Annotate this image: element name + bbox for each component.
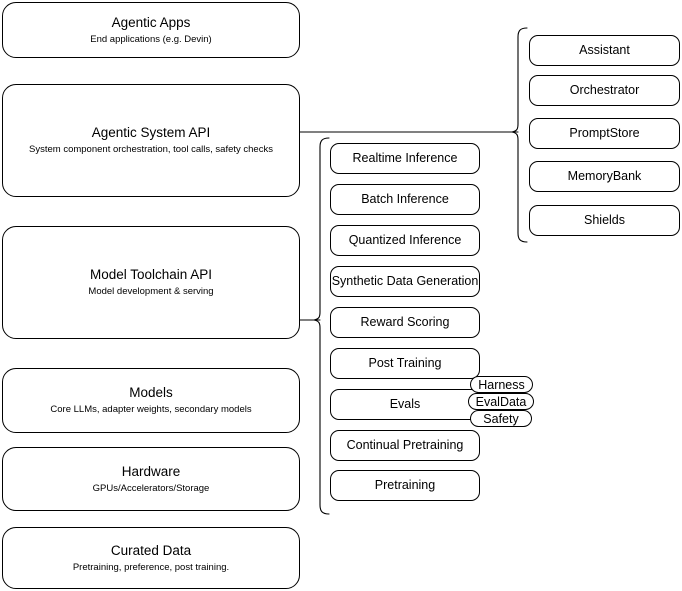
tag-label: EvalData xyxy=(475,394,527,409)
pill-box-memorybank[interactable]: MemoryBank xyxy=(529,161,680,192)
layer-title: Agentic System API xyxy=(91,125,211,140)
pill-box-shields[interactable]: Shields xyxy=(529,205,680,236)
pill-box-orchestrator[interactable]: Orchestrator xyxy=(529,75,680,106)
pill-box-post-training[interactable]: Post Training xyxy=(330,348,480,379)
pill-label: Post Training xyxy=(368,356,442,370)
layer-title: Curated Data xyxy=(110,542,192,558)
tag-label: Harness xyxy=(478,377,525,392)
layer-subtitle: GPUs/Accelerators/Storage xyxy=(92,482,210,494)
pill-label: Quantized Inference xyxy=(348,233,462,247)
layer-subtitle: Model development & serving xyxy=(88,286,214,297)
layer-subtitle: Core LLMs, adapter weights, secondary mo… xyxy=(50,404,252,415)
pill-label: Realtime Inference xyxy=(352,151,458,165)
pill-label: Synthetic Data Generation xyxy=(331,274,479,288)
pill-box-realtime-inference[interactable]: Realtime Inference xyxy=(330,143,480,174)
layer-title: Hardware xyxy=(121,463,181,479)
layer-box-models[interactable]: Models Core LLMs, adapter weights, secon… xyxy=(2,368,300,433)
pill-box-promptstore[interactable]: PromptStore xyxy=(529,118,680,149)
layer-title: Models xyxy=(129,385,173,400)
layer-box-agentic-apps[interactable]: Agentic Apps End applications (e.g. Devi… xyxy=(2,2,300,58)
pill-label: Reward Scoring xyxy=(360,315,450,329)
pill-box-evals[interactable]: Evals xyxy=(330,389,480,420)
layer-subtitle: End applications (e.g. Devin) xyxy=(90,33,212,45)
pill-label: Orchestrator xyxy=(569,83,640,97)
layer-box-hardware[interactable]: Hardware GPUs/Accelerators/Storage xyxy=(2,447,300,511)
tag-pill-evaldata[interactable]: EvalData xyxy=(468,393,534,410)
right-column-brace xyxy=(511,27,528,243)
pill-label: Shields xyxy=(584,213,625,227)
pill-label: Batch Inference xyxy=(361,192,449,206)
layer-title: Model Toolchain API xyxy=(89,267,213,282)
pill-box-pretraining[interactable]: Pretraining xyxy=(330,470,480,501)
pill-box-synthetic-data-generation[interactable]: Synthetic Data Generation xyxy=(330,266,480,297)
pill-box-reward-scoring[interactable]: Reward Scoring xyxy=(330,307,480,338)
layer-box-curated-data[interactable]: Curated Data Pretraining, preference, po… xyxy=(2,527,300,589)
layer-title: Agentic Apps xyxy=(111,14,191,30)
tag-pill-harness[interactable]: Harness xyxy=(470,376,533,393)
layer-box-model-toolchain-api[interactable]: Model Toolchain API Model development & … xyxy=(2,226,300,339)
layer-subtitle: Pretraining, preference, post training. xyxy=(72,561,230,573)
tag-label: Safety xyxy=(483,411,519,426)
layer-box-agentic-system-api[interactable]: Agentic System API System component orch… xyxy=(2,84,300,197)
pill-label: MemoryBank xyxy=(567,169,642,183)
pill-box-quantized-inference[interactable]: Quantized Inference xyxy=(330,225,480,256)
tag-pill-safety[interactable]: Safety xyxy=(470,410,532,427)
pill-label: PromptStore xyxy=(569,126,640,140)
pill-box-continual-pretraining[interactable]: Continual Pretraining xyxy=(330,430,480,461)
pill-label: Evals xyxy=(389,397,421,411)
pill-label: Continual Pretraining xyxy=(346,438,464,452)
pill-box-assistant[interactable]: Assistant xyxy=(529,35,680,66)
layer-subtitle: System component orchestration, tool cal… xyxy=(29,144,273,155)
pill-box-batch-inference[interactable]: Batch Inference xyxy=(330,184,480,215)
pill-label: Pretraining xyxy=(374,478,436,492)
middle-column-brace xyxy=(313,137,330,515)
pill-label: Assistant xyxy=(579,43,630,57)
